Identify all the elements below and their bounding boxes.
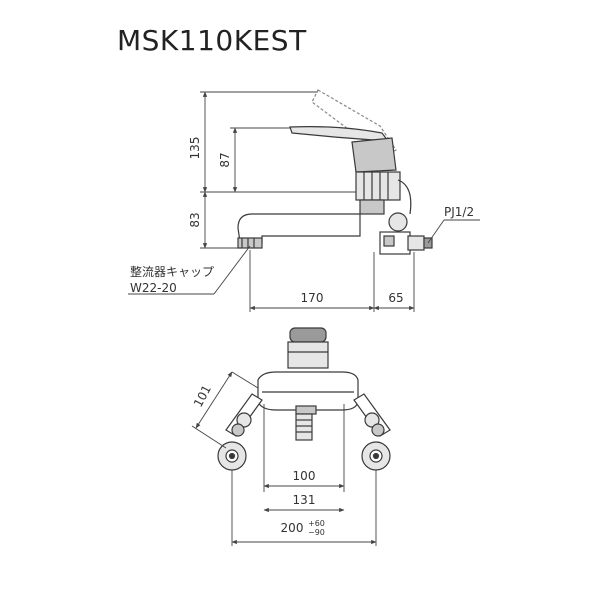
- spout: [237, 213, 361, 249]
- cap-label-line2: W22-20: [130, 281, 177, 295]
- cap-leader: [128, 245, 251, 295]
- cap-label-line1: 整流器キャップ: [130, 264, 214, 279]
- top-left-arm: [217, 393, 263, 471]
- pj-label: PJ1/2: [444, 205, 474, 219]
- dim-line-131: [231, 470, 377, 546]
- top-body-bar: [257, 371, 359, 415]
- dim-100-label: 100: [293, 469, 316, 483]
- side-view: [128, 89, 480, 312]
- dim-line-87: [230, 127, 292, 193]
- dim-line-65: [373, 252, 415, 312]
- top-right-arm: [353, 393, 391, 471]
- top-spout-stub: [295, 413, 313, 441]
- dim-line-100: [263, 404, 345, 492]
- dim-200-label: 200: [281, 521, 304, 535]
- dim-line-101: [191, 371, 259, 449]
- dim-170-label: 170: [301, 291, 324, 305]
- dim-65-label: 65: [388, 291, 403, 305]
- model-title: MSK110KEST: [117, 24, 307, 57]
- tolerance-plus: +60: [308, 519, 325, 528]
- tolerance-minus: −90: [308, 528, 325, 537]
- top-view: [191, 327, 391, 546]
- dim-83-label: 83: [188, 212, 202, 227]
- pj-leader: [427, 219, 480, 244]
- mixer-body: [351, 137, 412, 215]
- dim-line-170: [249, 250, 375, 312]
- dim-135-label: 135: [188, 137, 202, 160]
- wall-elbow: [379, 212, 433, 255]
- top-lever-head: [287, 327, 329, 369]
- dim-line-135: [200, 91, 318, 193]
- dim-87-label: 87: [218, 152, 232, 167]
- lever-handle: [289, 126, 390, 142]
- dim-131-label: 131: [293, 493, 316, 507]
- dim-line-83: [200, 191, 356, 249]
